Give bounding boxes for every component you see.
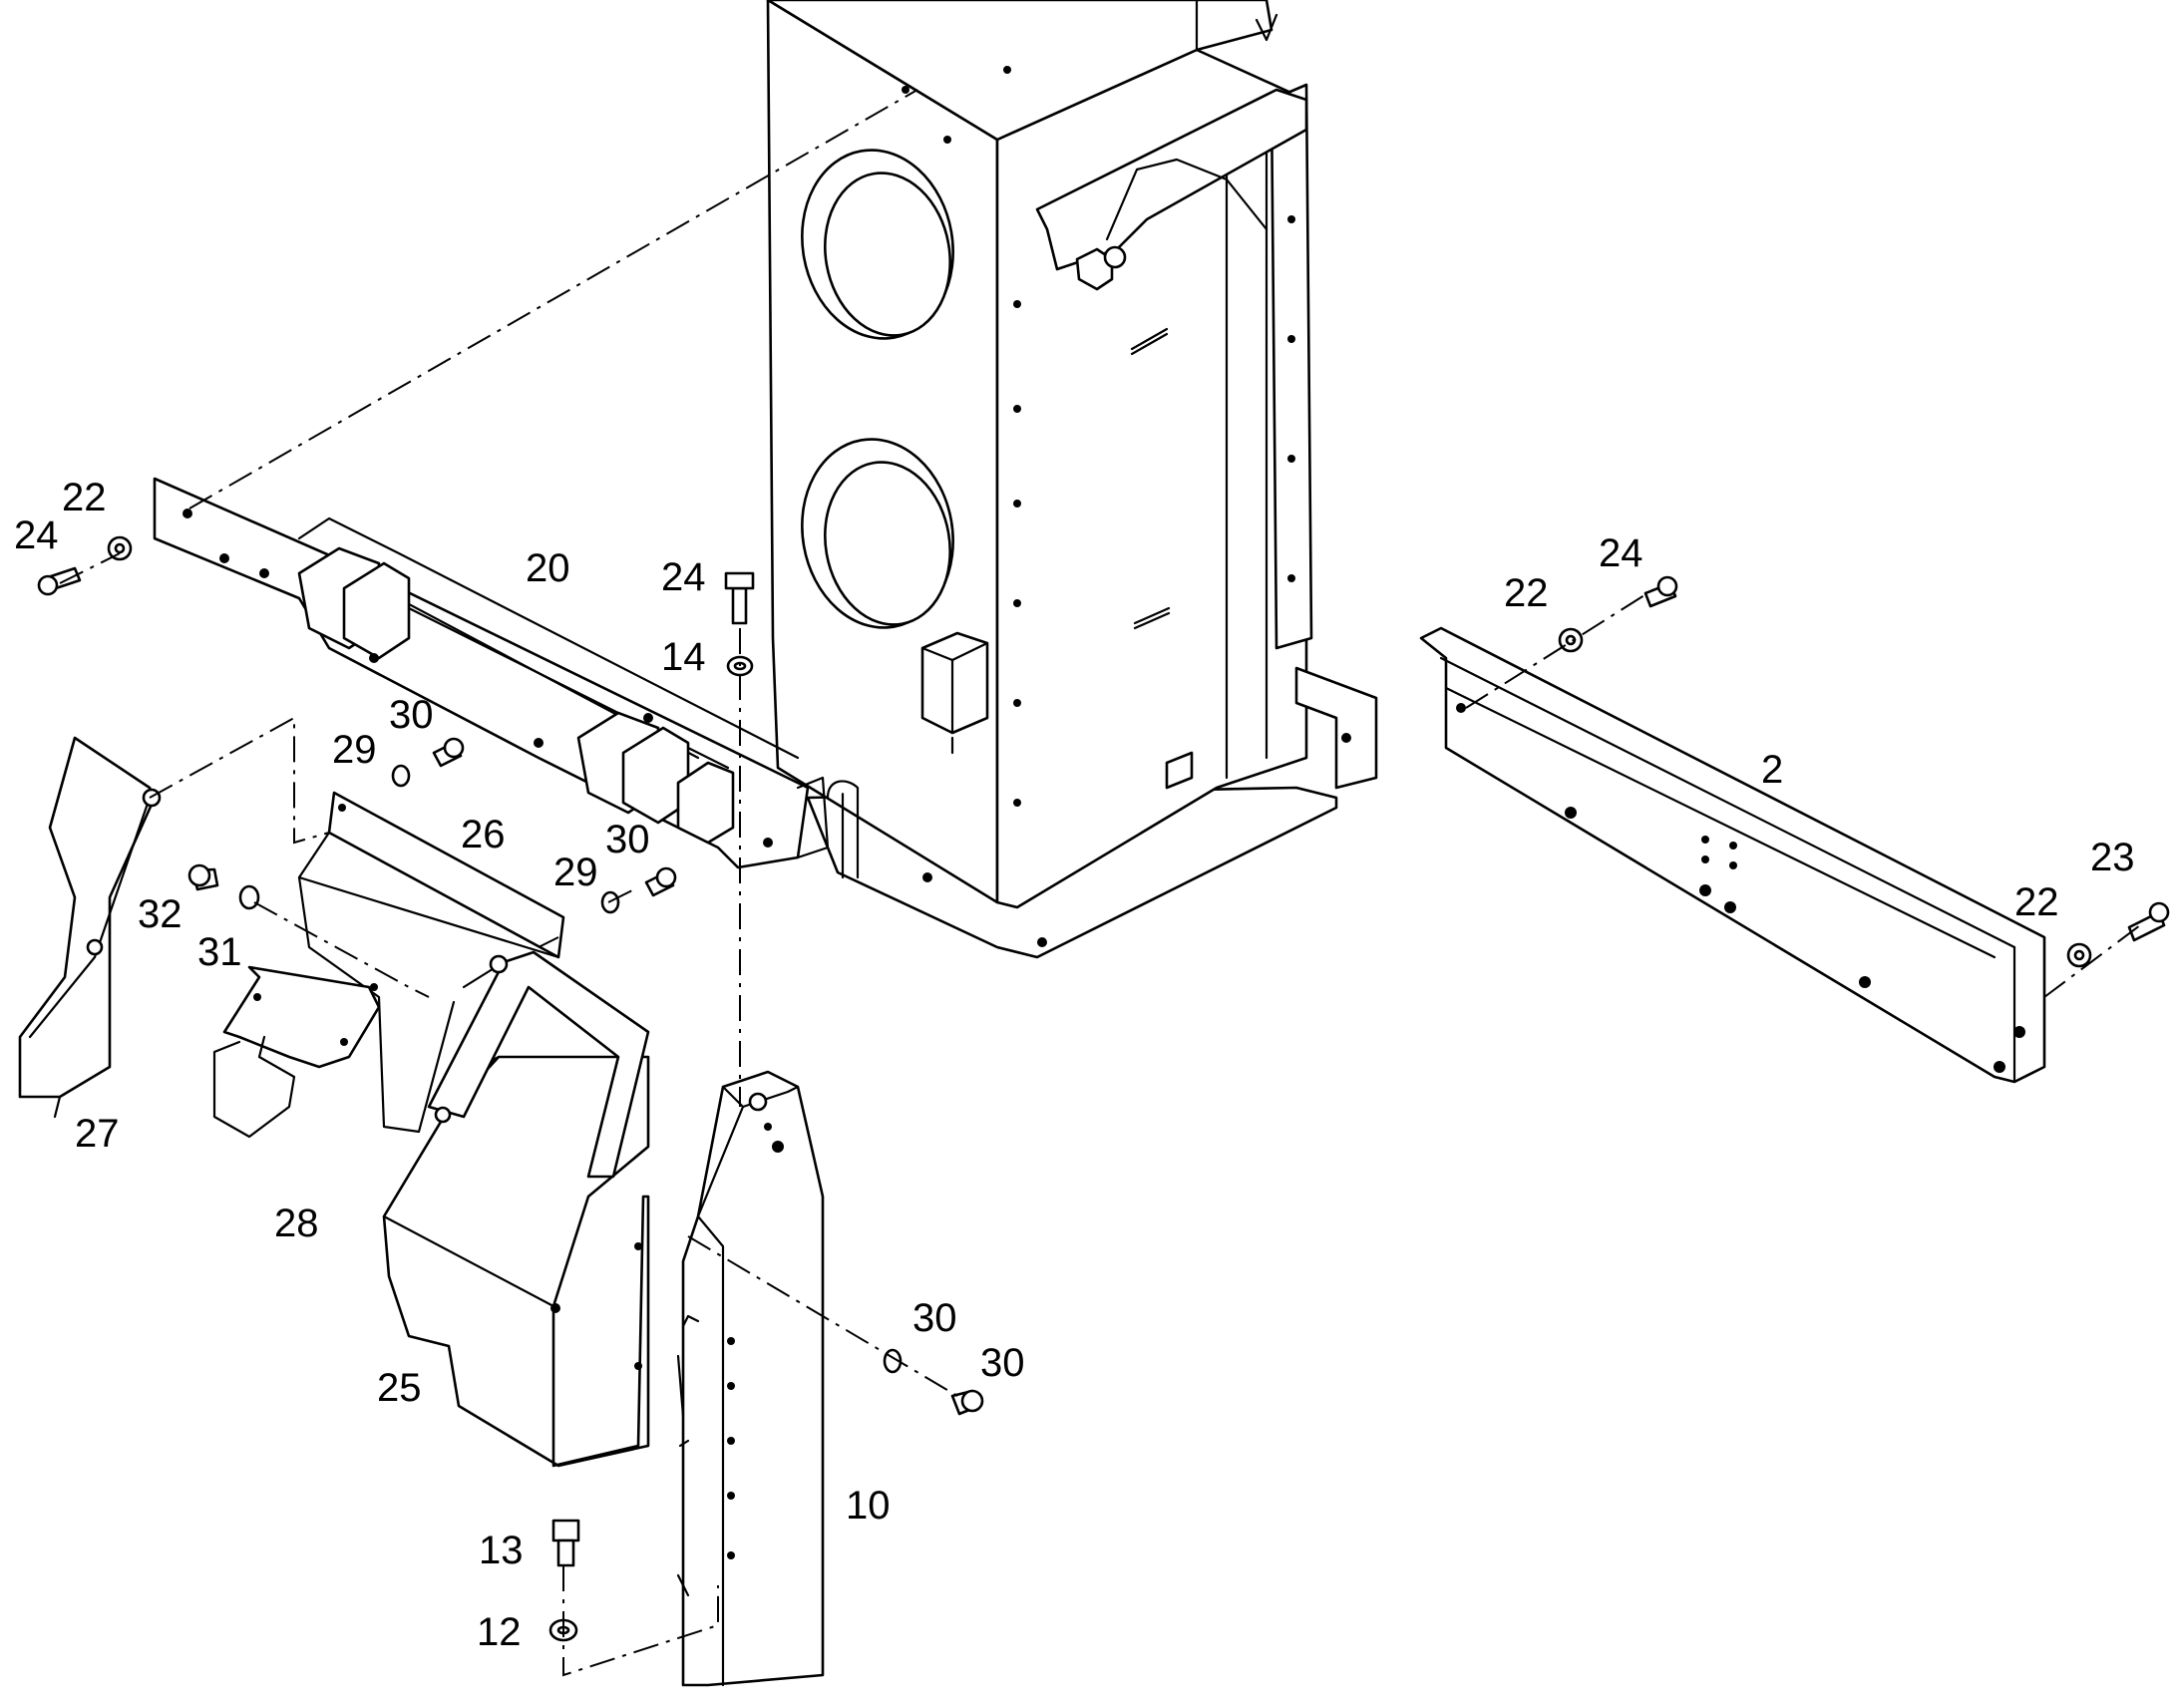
label-29b: 29 xyxy=(553,851,598,894)
label-2: 2 xyxy=(1761,748,1783,792)
assembly-center-lines xyxy=(59,89,2145,1677)
callout-labels: 24 22 20 24 14 22 24 2 23 22 29 30 26 30… xyxy=(14,476,2135,1654)
label-27: 27 xyxy=(75,1112,120,1156)
label-22b: 22 xyxy=(1504,571,1549,615)
label-14: 14 xyxy=(661,635,706,679)
label-29a: 29 xyxy=(332,728,377,772)
label-31: 31 xyxy=(197,930,242,974)
label-26: 26 xyxy=(461,813,506,856)
label-13: 13 xyxy=(479,1529,524,1572)
label-30a: 30 xyxy=(389,693,434,737)
label-30b: 30 xyxy=(605,818,650,861)
label-20: 20 xyxy=(526,546,570,590)
label-32: 32 xyxy=(138,892,182,936)
part-10-leg xyxy=(676,1070,825,1687)
label-30c: 30 xyxy=(980,1341,1025,1385)
part-26-plate xyxy=(297,791,565,1134)
label-10: 10 xyxy=(846,1484,891,1528)
label-22c: 22 xyxy=(2014,880,2059,924)
label-25: 25 xyxy=(377,1366,422,1410)
label-24c: 24 xyxy=(1599,531,1643,575)
label-12: 12 xyxy=(477,1610,522,1654)
main-cabinet xyxy=(766,0,1378,959)
label-22a: 22 xyxy=(62,476,107,519)
part-20-rail xyxy=(153,477,860,879)
label-28: 28 xyxy=(274,1201,319,1245)
label-24a: 24 xyxy=(14,513,59,557)
label-29c: 30 xyxy=(912,1296,957,1340)
label-24b: 24 xyxy=(661,555,706,599)
label-23: 23 xyxy=(2090,836,2135,879)
part-2-rail xyxy=(1419,626,2046,1084)
fasteners xyxy=(37,535,2170,1642)
part-25-cover xyxy=(382,950,650,1468)
part-28-plate xyxy=(212,965,381,1139)
